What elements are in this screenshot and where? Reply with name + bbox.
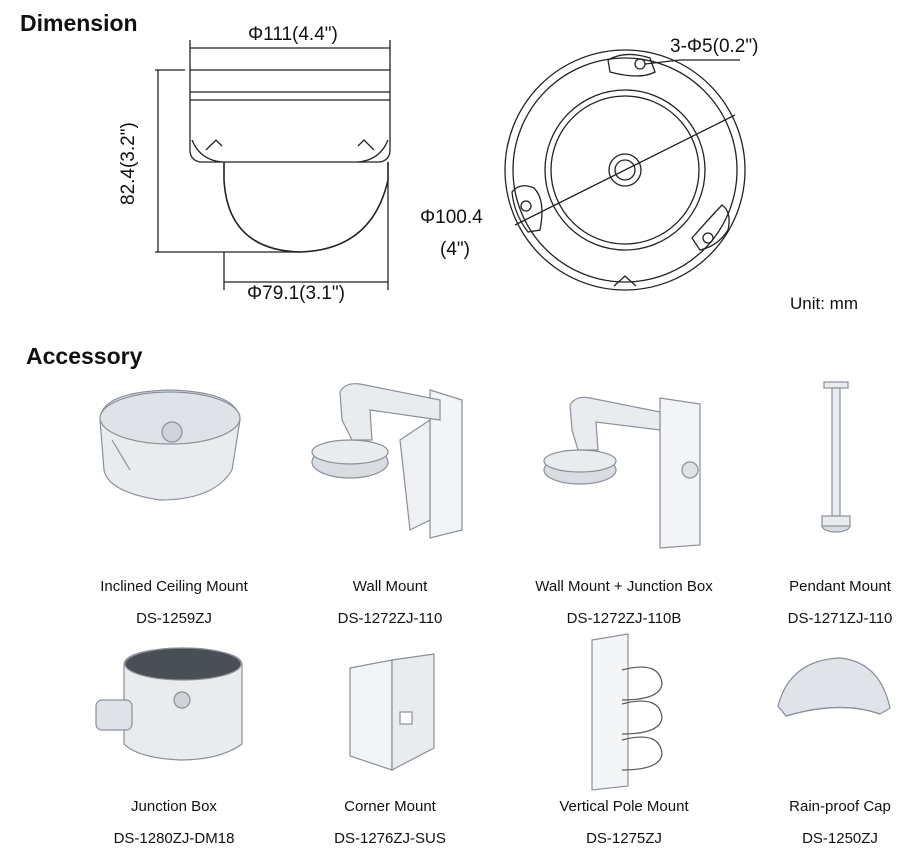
dimension-drawing [155, 40, 746, 291]
accessory-model: DS-1250ZJ [802, 830, 878, 847]
accessory-model: DS-1271ZJ-110 [787, 610, 893, 627]
wall-mount-junction-box-icon [543, 396, 701, 549]
accessory-model: DS-1275ZJ [586, 830, 662, 847]
base-diameter-dimension: Φ100.4 [420, 207, 483, 228]
wall-mount-icon [311, 383, 463, 539]
vertical-pole-mount-icon [591, 633, 663, 791]
dimension-heading: Dimension [20, 10, 138, 36]
accessory-name: Vertical Pole Mount [559, 798, 689, 815]
unit-label: Unit: mm [790, 294, 858, 313]
holes-dimension: 3-Φ5(0.2") [670, 36, 759, 57]
accessory-name: Inclined Ceiling Mount [100, 578, 248, 595]
accessory-heading: Accessory [26, 343, 143, 369]
top-width-dimension: Φ111(4.4") [248, 24, 338, 45]
bottom-width-dimension: Φ79.1(3.1") [247, 283, 345, 304]
accessory-model: DS-1272ZJ-110 [337, 610, 443, 627]
accessory-name: Pendant Mount [789, 578, 891, 595]
accessory-name: Rain-proof Cap [789, 798, 891, 815]
accessory-name: Wall Mount [352, 578, 428, 595]
accessory-model: DS-1259ZJ [136, 610, 212, 627]
camera-base-view-icon [504, 49, 746, 291]
accessory-name: Wall Mount + Junction Box [535, 578, 713, 595]
accessory-model: DS-1280ZJ-DM18 [113, 830, 235, 847]
inclined-ceiling-mount-icon [99, 389, 241, 501]
junction-box-icon [95, 647, 243, 761]
pendant-mount-icon [821, 381, 851, 533]
base-diameter-inch: (4") [440, 239, 470, 260]
corner-mount-icon [349, 653, 435, 771]
accessory-model: DS-1276ZJ-SUS [334, 830, 446, 847]
accessory-name: Junction Box [131, 798, 217, 815]
accessory-model: DS-1272ZJ-110B [566, 610, 682, 627]
rain-proof-cap-icon [777, 657, 891, 717]
accessory-name: Corner Mount [344, 798, 436, 815]
